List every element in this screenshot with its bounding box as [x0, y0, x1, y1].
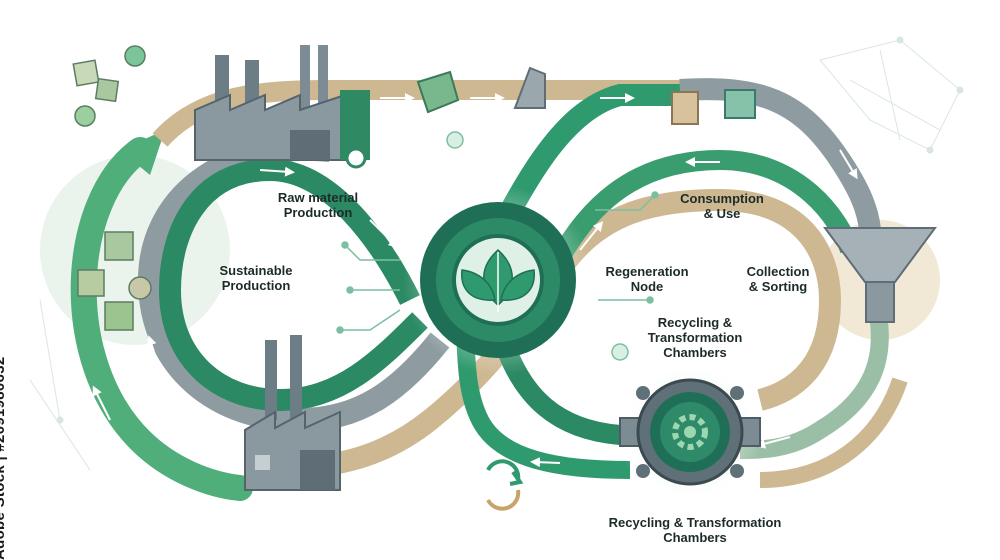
tan-top: [152, 80, 690, 147]
main-loop-right: [530, 149, 860, 304]
circuit-lines: [336, 131, 659, 361]
label-regeneration-node: Regeneration Node: [605, 264, 689, 294]
label-collection-sorting: Collection & Sorting: [746, 264, 810, 294]
label-consumption-use: Consumption & Use: [680, 191, 764, 221]
leaf-icon: [461, 248, 535, 312]
stock-watermark: Adobe Stock | #2091980632: [0, 300, 30, 560]
factory-icon: [194, 45, 370, 169]
label-sustainable-production: Sustainable Production: [219, 263, 293, 293]
factory-bottom-icon: [244, 335, 341, 491]
outer-arrow-head: [120, 130, 165, 175]
funnel-icon: [823, 227, 937, 323]
material-pellets: [416, 66, 756, 125]
main-loop-left: [158, 158, 428, 412]
lower-right-tan: [759, 377, 908, 488]
outer-left-arc: [70, 137, 253, 501]
background-decoration: [29, 36, 964, 471]
recycle-icon: [486, 459, 524, 511]
stock-watermark-text: Adobe Stock | #2091980632: [0, 356, 8, 560]
label-raw-material: Raw material Production: [277, 190, 359, 220]
tan-loop: [249, 188, 842, 481]
label-recycling-bottom: Recycling & Transformation Chambers: [608, 515, 782, 545]
gear-icon: [619, 378, 761, 486]
gray-left-loop: [137, 136, 450, 433]
green-right-down: [739, 297, 889, 459]
cube-icon: [72, 45, 152, 331]
label-recycling-mid: Recycling & Transformation Chambers: [647, 315, 743, 360]
